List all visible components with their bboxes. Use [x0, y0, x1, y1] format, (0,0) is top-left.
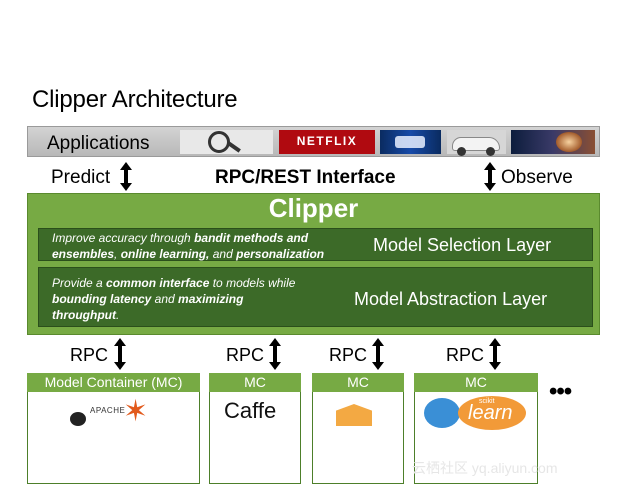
apache-spark-dot-icon — [70, 412, 86, 426]
more-containers-ellipsis: ••• — [549, 378, 572, 405]
model-abstraction-layer-title: Model Abstraction Layer — [354, 289, 548, 309]
observe-label: Observe — [501, 167, 573, 188]
observe-arrow-icon — [484, 162, 496, 191]
rpc-arrow-icon — [269, 338, 281, 370]
car-wheel-icon — [457, 147, 466, 156]
model-selection-description: Improve accuracy through bandit methods … — [52, 231, 325, 261]
scikit-learn-logo-text: learn — [468, 402, 513, 424]
applications-label: Applications — [47, 133, 150, 154]
predict-label: Predict — [51, 167, 111, 188]
screens-shape-icon — [395, 136, 425, 148]
caffe-logo-text: Caffe — [224, 398, 277, 423]
rpc-label: RPC — [70, 345, 109, 365]
clipper-title: Clipper — [268, 193, 359, 223]
model-container-header: MC — [414, 373, 538, 392]
rpc-label: RPC — [329, 345, 368, 365]
tensorflow-logo-icon — [336, 404, 372, 426]
magnifier-lens-icon — [208, 131, 230, 153]
rpc-label: RPC — [446, 345, 485, 365]
scikit-learn-orange-icon — [458, 396, 526, 430]
video-glow-icon — [556, 132, 582, 152]
netflix-logo-icon — [279, 130, 375, 154]
video-logo-icon — [511, 130, 595, 154]
car-wheel-icon — [486, 147, 495, 156]
model-selection-layer-title: Model Selection Layer — [373, 235, 552, 255]
netflix-logo-text: NETFLIX — [296, 134, 358, 148]
model-abstraction-layer — [38, 267, 593, 327]
rpc-arrow-icon — [489, 338, 501, 370]
model-abstraction-description: Provide a common interface to models whi… — [52, 276, 296, 322]
rpc-arrow-icon — [372, 338, 384, 370]
scikit-learn-blue-icon — [424, 398, 460, 428]
predict-arrow-icon — [120, 162, 132, 191]
rpc-label: RPC — [226, 345, 265, 365]
page-title: Clipper Architecture — [32, 86, 238, 113]
rpc-rest-interface-label: RPC/REST Interface — [215, 167, 396, 188]
rpc-arrow-icon — [114, 338, 126, 370]
model-container-header: MC — [209, 373, 301, 392]
model-selection-layer — [38, 228, 593, 261]
apache-spark-star-icon: ✶ — [123, 395, 149, 428]
model-container-header: MC — [312, 373, 404, 392]
model-container-header: Model Container (MC) — [27, 373, 200, 392]
watermark: 云栖社区 yq.aliyun.com — [412, 460, 558, 476]
scikit-learn-subtext: scikit — [479, 398, 495, 405]
apache-spark-logo-text: APACHE — [90, 406, 126, 415]
